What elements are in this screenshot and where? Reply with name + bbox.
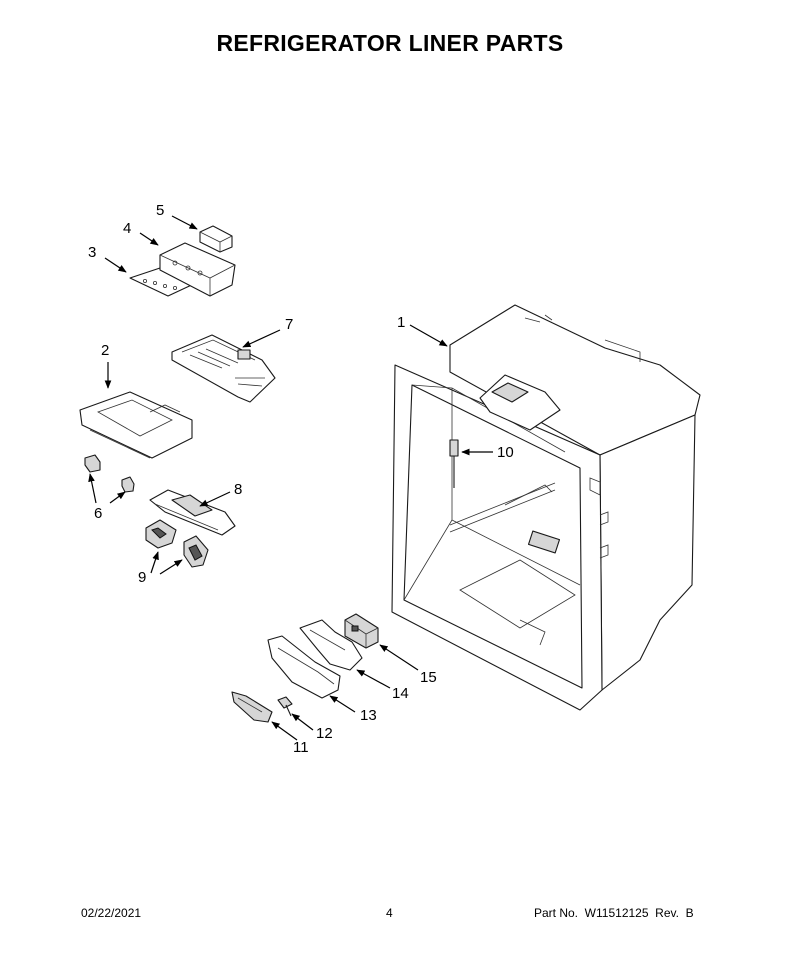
callout-12: 12 xyxy=(316,725,333,742)
callout-labels: 5 4 3 7 1 2 10 8 6 9 15 14 13 12 11 xyxy=(88,202,514,756)
part-1-liner xyxy=(391,304,701,711)
part-9-led-modules xyxy=(145,519,209,568)
callout-13: 13 xyxy=(360,707,377,724)
footer-part-number: Part No. W11512125 Rev. B xyxy=(534,906,694,920)
callout-8: 8 xyxy=(234,481,242,498)
part-13-lower-cover xyxy=(267,635,341,699)
callout-3: 3 xyxy=(88,244,96,261)
callout-14: 14 xyxy=(392,685,409,702)
part-5-bracket xyxy=(199,225,233,253)
leader-lines xyxy=(88,215,493,741)
part-15-module xyxy=(344,613,379,649)
callout-6: 6 xyxy=(94,505,102,522)
callout-11: 11 xyxy=(293,739,309,756)
part-7-tray xyxy=(171,334,276,403)
footer-page-number: 4 xyxy=(386,906,393,920)
part-2-cover xyxy=(79,391,193,459)
callout-1: 1 xyxy=(397,314,405,331)
footer-date: 02/22/2021 xyxy=(81,906,142,920)
part-6-clips xyxy=(84,454,135,493)
part-12-screw xyxy=(277,696,293,717)
part-14-duct xyxy=(299,619,363,671)
part-10-thermistor xyxy=(449,439,459,488)
callout-9: 9 xyxy=(138,569,146,586)
callout-4: 4 xyxy=(123,220,131,237)
callout-7: 7 xyxy=(285,316,293,333)
part-8-light-housing xyxy=(149,489,236,536)
callout-5: 5 xyxy=(156,202,164,219)
page-title: REFRIGERATOR LINER PARTS xyxy=(216,30,564,56)
callout-2: 2 xyxy=(101,342,109,359)
callout-10: 10 xyxy=(497,444,514,461)
callout-15: 15 xyxy=(420,669,437,686)
part-4-housing xyxy=(159,242,236,297)
part-11-lens xyxy=(231,691,273,723)
